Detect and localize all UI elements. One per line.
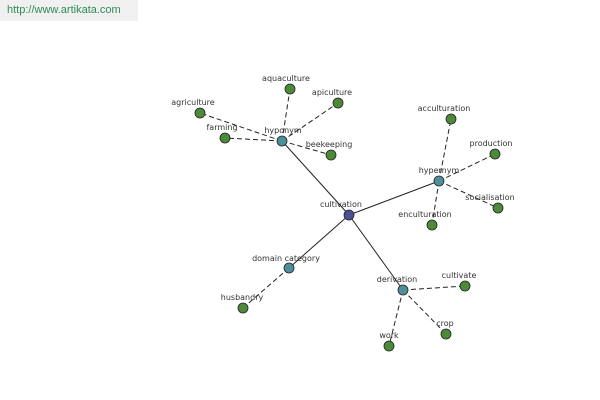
node-cultivate[interactable]: [459, 280, 471, 292]
edge-hypernym-production: [438, 153, 496, 182]
node-husbandry[interactable]: [237, 302, 249, 314]
site-url-link[interactable]: http://www.artikata.com: [0, 0, 138, 21]
label-cultivation[interactable]: cultivation: [320, 200, 362, 209]
node-hypernym[interactable]: [433, 175, 445, 187]
edge-hypernym-socialisation: [438, 180, 499, 209]
edge-hyponym-beekeeping: [281, 140, 332, 156]
label-socialisation[interactable]: socialisation: [465, 193, 514, 202]
label-farming[interactable]: farming: [206, 123, 237, 132]
node-hyponym[interactable]: [276, 135, 288, 147]
node-acculturation[interactable]: [445, 113, 457, 125]
label-cultivate[interactable]: cultivate: [442, 271, 477, 280]
edge-root-derivation: [348, 214, 404, 291]
label-agriculture[interactable]: agriculture: [171, 98, 215, 107]
edge-root-domain-category: [288, 214, 350, 269]
label-hyponym[interactable]: hyponym: [264, 126, 302, 135]
edge-derivation-cultivate: [402, 285, 466, 291]
node-apiculture[interactable]: [332, 97, 344, 109]
node-crop[interactable]: [440, 328, 452, 340]
node-cultivation[interactable]: [343, 209, 355, 221]
label-aquaculture[interactable]: aquaculture: [262, 74, 310, 83]
node-beekeeping[interactable]: [325, 149, 337, 161]
node-farming[interactable]: [219, 132, 231, 144]
edge-root-hypernym: [348, 180, 440, 216]
label-production[interactable]: production: [470, 139, 513, 148]
node-production[interactable]: [489, 148, 501, 160]
label-beekeeping[interactable]: beekeeping: [306, 140, 353, 149]
graph-edges: [199, 88, 499, 347]
node-derivation[interactable]: [397, 284, 409, 296]
edge-hypernym-acculturation: [438, 118, 452, 182]
node-domain-category[interactable]: [283, 262, 295, 274]
edge-root-hyponym: [281, 140, 350, 216]
label-acculturation[interactable]: acculturation: [418, 104, 471, 113]
label-domain-category[interactable]: domain category: [252, 254, 320, 263]
node-agriculture[interactable]: [194, 107, 206, 119]
label-crop[interactable]: crop: [436, 319, 453, 328]
label-enculturation[interactable]: enculturation: [398, 210, 451, 219]
edge-hyponym-apiculture: [281, 102, 339, 142]
edge-hyponym-farming: [224, 137, 283, 142]
node-work[interactable]: [383, 340, 395, 352]
graph-nodes: [194, 83, 504, 352]
label-derivation[interactable]: derivation: [377, 275, 417, 284]
node-enculturation[interactable]: [426, 219, 438, 231]
edge-domain-category-husbandry: [242, 267, 290, 309]
edge-hyponym-agriculture: [199, 112, 283, 142]
label-apiculture[interactable]: apiculture: [312, 88, 352, 97]
edge-derivation-work: [388, 289, 404, 347]
edge-hyponym-aquaculture: [281, 88, 291, 142]
label-husbandry[interactable]: husbandry: [221, 293, 264, 302]
edge-derivation-crop: [402, 289, 447, 335]
node-aquaculture[interactable]: [284, 83, 296, 95]
label-hypernym[interactable]: hypernym: [419, 166, 460, 175]
label-work[interactable]: work: [379, 331, 399, 340]
node-socialisation[interactable]: [492, 202, 504, 214]
